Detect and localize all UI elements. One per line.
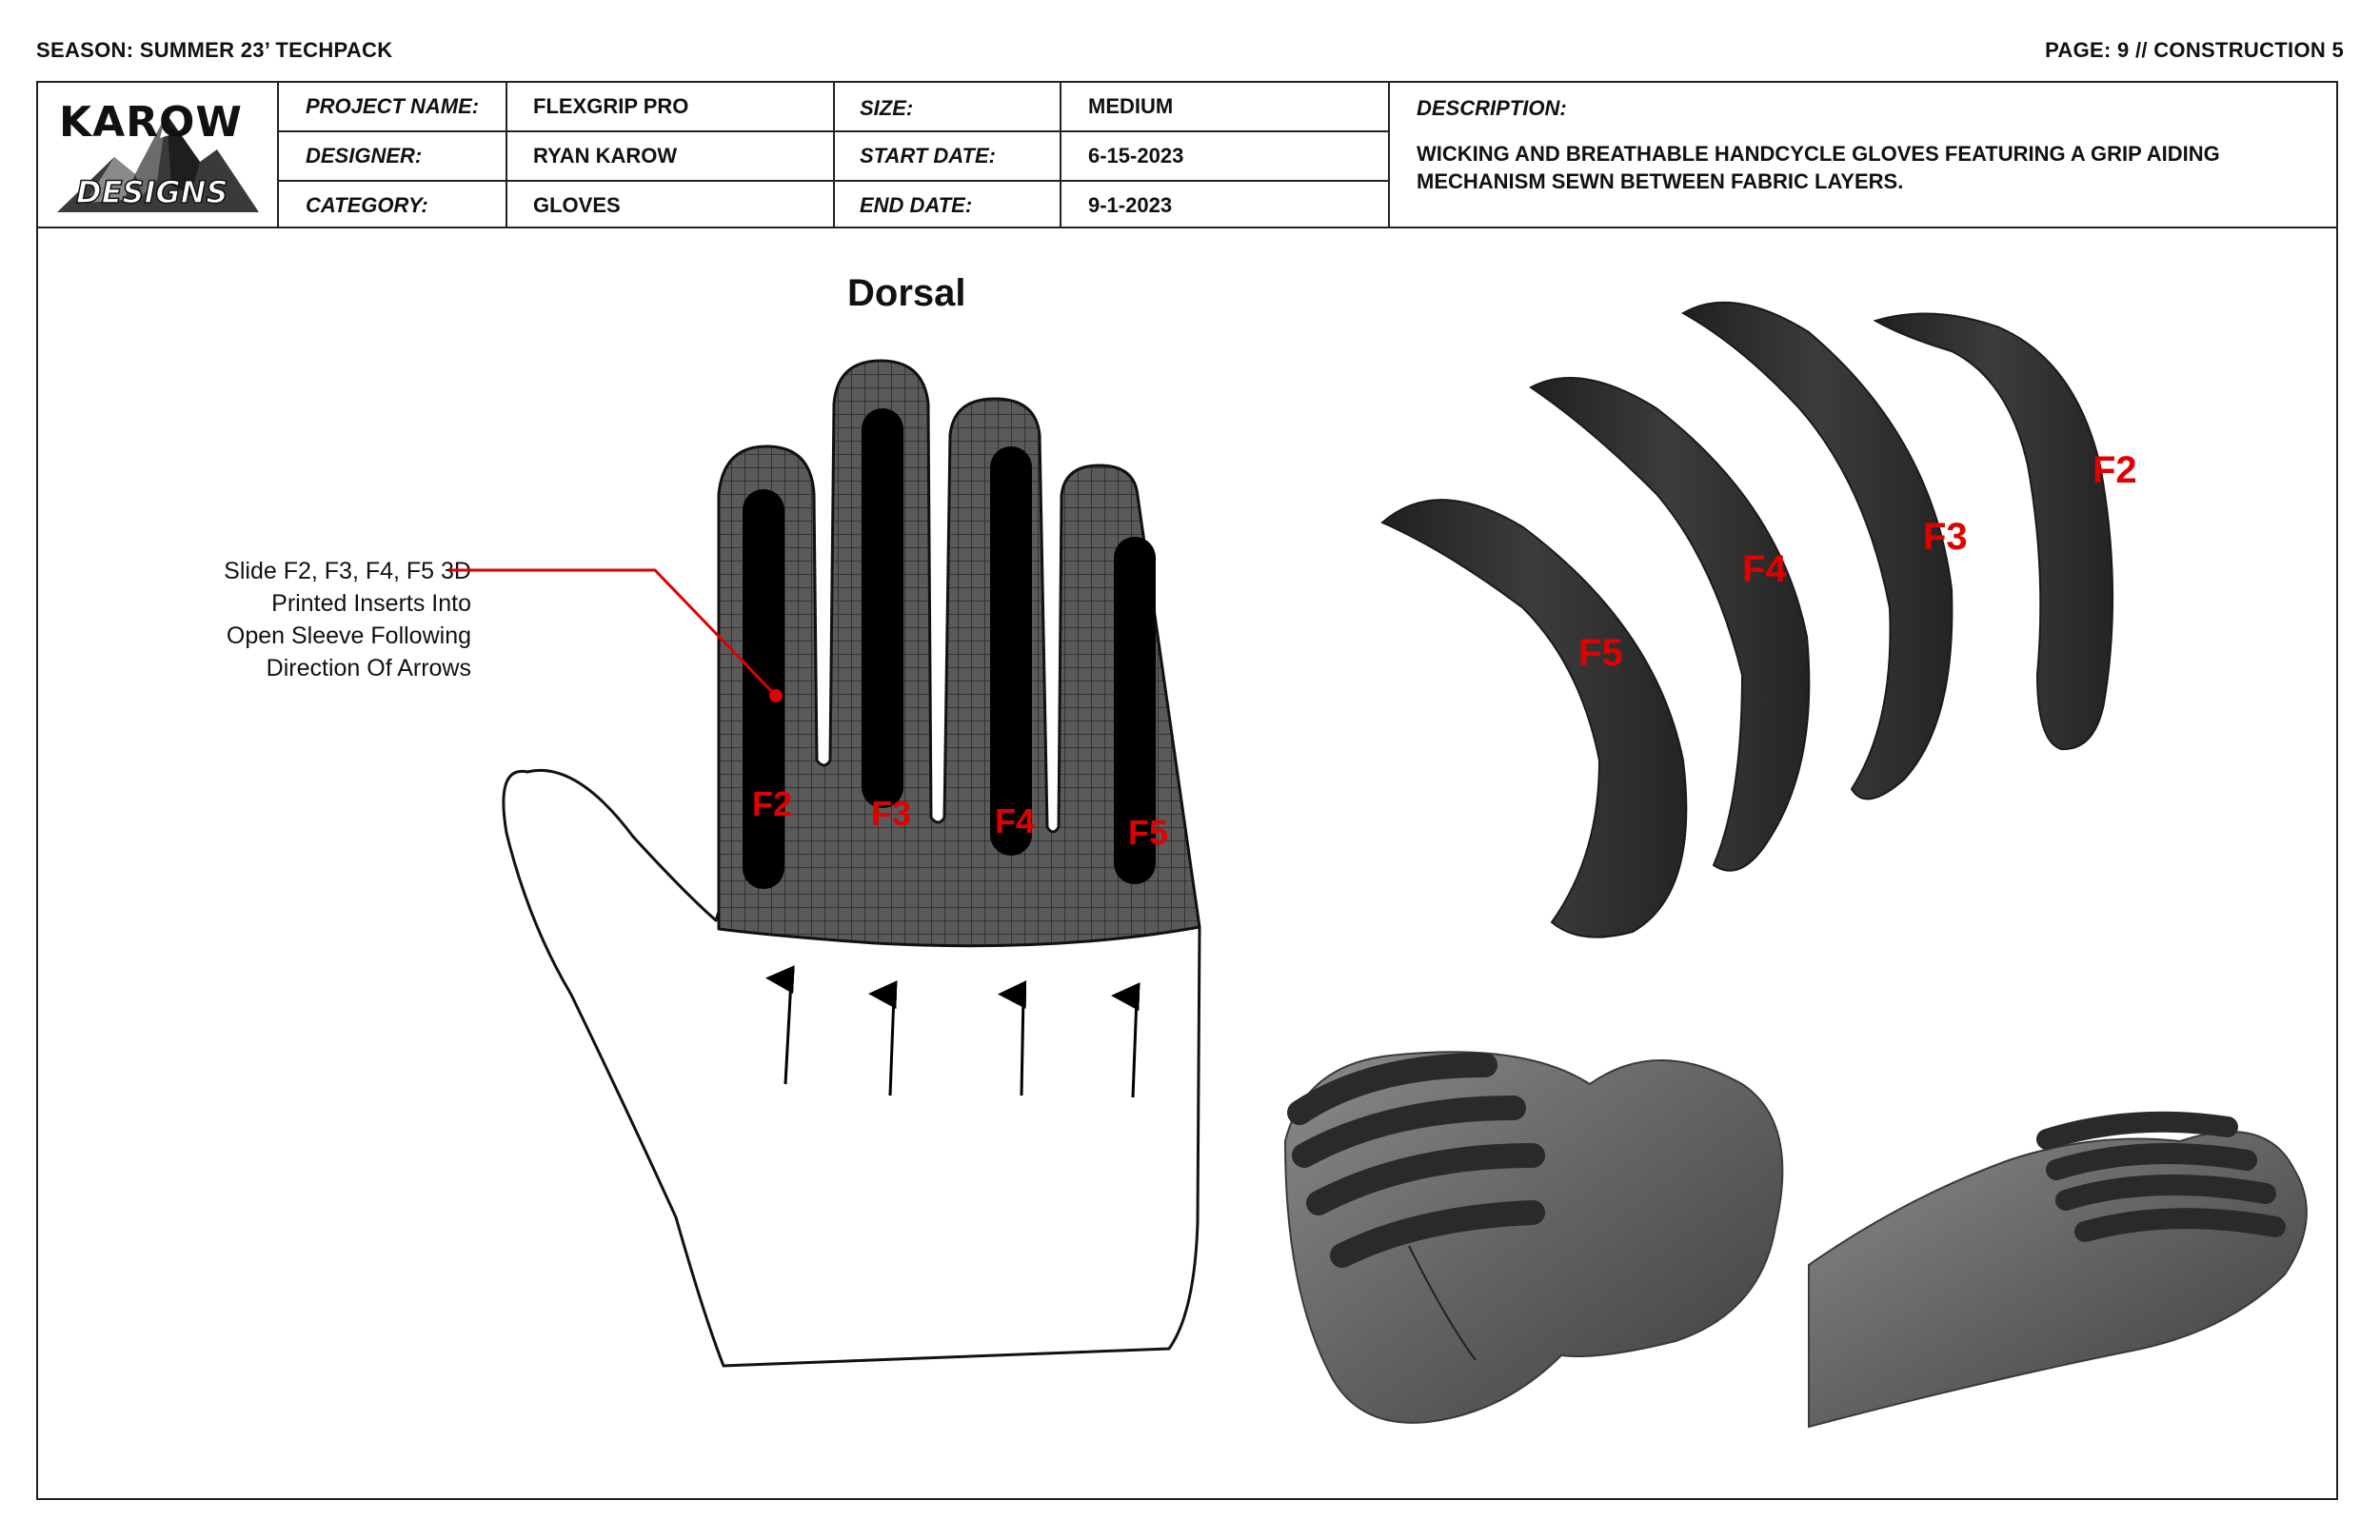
- insert-f4-3d: [1529, 377, 1811, 872]
- category-value: GLOVES: [533, 193, 621, 217]
- finger-label-f4: F4: [995, 801, 1035, 840]
- page-number: PAGE: 9 // CONSTRUCTION 5: [2045, 38, 2344, 62]
- insert-f5-3d: [1380, 499, 1688, 938]
- insert-arrow-icon: [1111, 982, 1140, 1098]
- finger-label-f3: F3: [871, 794, 911, 833]
- start-date-value: 6-15-2023: [1088, 144, 1184, 168]
- callout-text: Slide F2, F3, F4, F5 3D Printed Inserts …: [152, 555, 471, 684]
- insert-label-f4: F4: [1742, 548, 1787, 590]
- karow-designs-logo: KAROW DESIGNS: [48, 90, 267, 220]
- callout-line: Direction Of Arrows: [266, 655, 471, 681]
- insert-slot-f5: [1114, 537, 1156, 884]
- view-title: Dorsal: [847, 272, 966, 314]
- insert-arrow-icon: [998, 980, 1027, 1096]
- insert-slot-f4: [990, 446, 1032, 856]
- sleeve-grid-region: [717, 359, 1201, 948]
- size-label: SIZE:: [860, 96, 914, 120]
- insert-slot-f2: [743, 489, 784, 889]
- category-label: CATEGORY:: [306, 193, 428, 217]
- project-name-label: PROJECT NAME:: [306, 94, 480, 118]
- designer-label: DESIGNER:: [306, 144, 423, 168]
- insert-f3-3d: [1680, 301, 1954, 800]
- insert-f2-3d: [1873, 312, 2114, 751]
- glove-outline: [502, 768, 1201, 1368]
- callout-dot: [769, 689, 783, 702]
- season-label: SEASON: SUMMER 23’ TECHPACK: [36, 38, 393, 62]
- info-header: KAROW DESIGNS PROJECT NAME: FLEXGRIP PRO…: [36, 81, 2338, 228]
- logo-wordmark-top: KAROW: [59, 98, 243, 147]
- insert-label-f5: F5: [1578, 632, 1623, 674]
- description-label: DESCRIPTION:: [1417, 96, 1567, 120]
- logo-wordmark-bottom: DESIGNS: [75, 173, 228, 211]
- description-text: WICKING AND BREATHABLE HANDCYCLE GLOVES …: [1417, 142, 2220, 193]
- mountain-logo-icon: [57, 114, 259, 212]
- finger-label-f5: F5: [1128, 813, 1168, 852]
- insert-arrow-icon: [765, 965, 795, 1085]
- finger-label-f2: F2: [752, 784, 792, 823]
- insert-label-f2: F2: [2092, 449, 2137, 491]
- size-value: MEDIUM: [1088, 94, 1174, 118]
- hand-render-front: [1283, 1051, 1784, 1424]
- callout-leader-line: [449, 568, 778, 698]
- end-date-value: 9-1-2023: [1088, 193, 1173, 217]
- callout-line: Printed Inserts Into: [271, 590, 471, 617]
- technical-illustration: F2 F3 F4 F5 F5 F4 F3 F2: [449, 301, 2308, 1429]
- start-date-label: START DATE:: [860, 144, 996, 168]
- drawing-area: Dorsal Slide F2, F3, F4, F5 3D Printed I…: [36, 227, 2338, 1500]
- insert-label-f3: F3: [1923, 516, 1968, 558]
- hand-render-side: [1808, 1111, 2308, 1429]
- callout-line: Slide F2, F3, F4, F5 3D: [224, 558, 471, 584]
- project-name-value: FLEXGRIP PRO: [533, 94, 689, 118]
- insert-arrow-icon: [868, 980, 898, 1096]
- end-date-label: END DATE:: [860, 193, 973, 217]
- designer-value: RYAN KAROW: [533, 144, 678, 168]
- insert-slot-f3: [862, 408, 903, 808]
- callout-line: Open Sleeve Following: [226, 622, 471, 649]
